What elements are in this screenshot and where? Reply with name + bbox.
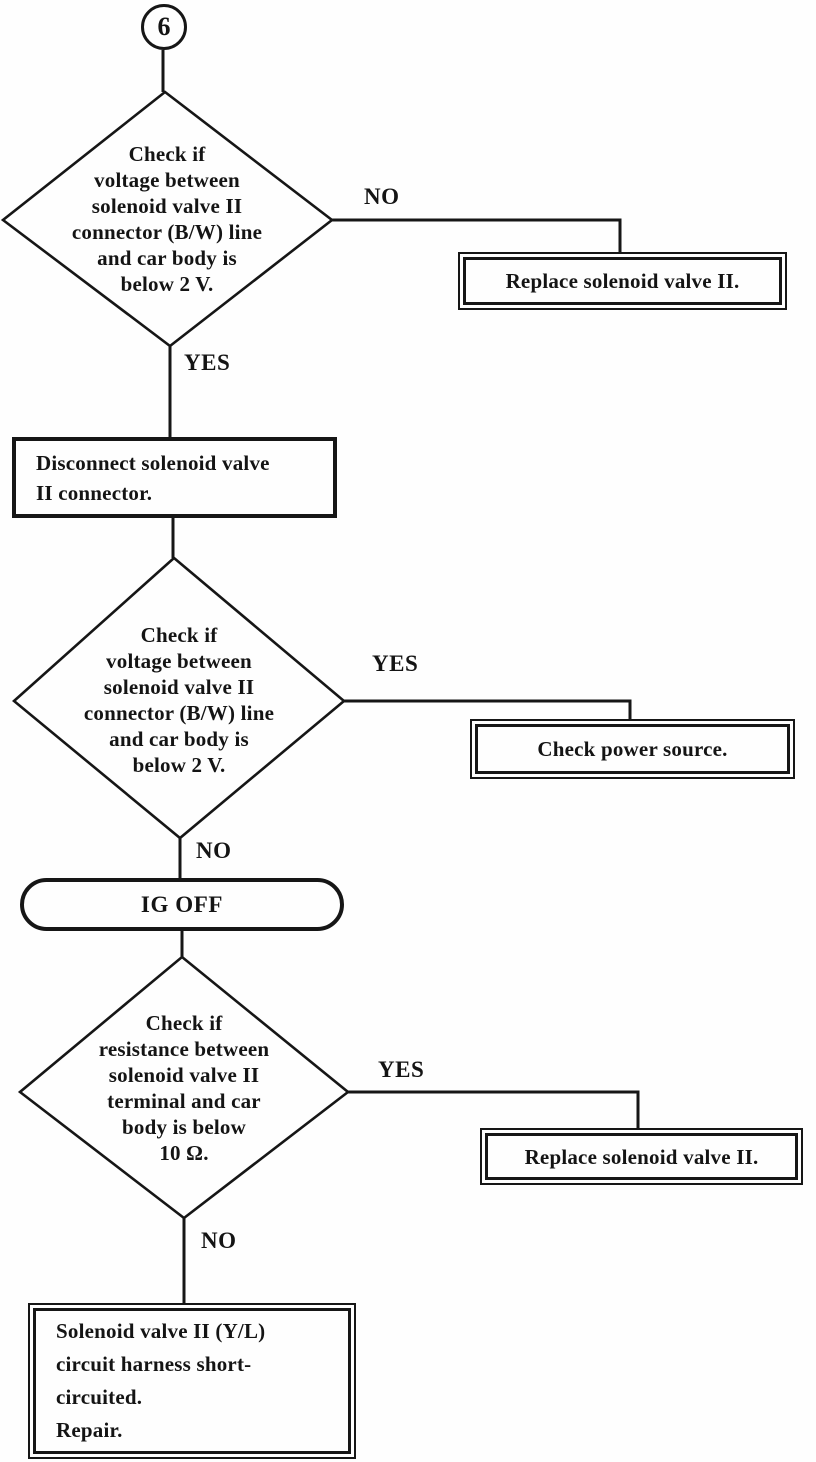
result-check-power-label: Check power source.: [537, 737, 728, 761]
step-disconnect-box: Disconnect solenoid valve II connector.: [12, 437, 337, 518]
state-ig-off-terminator: IG OFF: [20, 878, 344, 931]
connector-line-decision1-no: [332, 218, 622, 252]
decision2-no-label: NO: [196, 838, 232, 863]
connector-line-decision3-yes: [348, 1090, 640, 1128]
decision3-yes-label: YES: [378, 1057, 425, 1082]
step-disconnect-label: Disconnect solenoid valve II connector.: [36, 450, 270, 505]
result-replace-solenoid-box-2: Replace solenoid valve II.: [480, 1128, 803, 1185]
result-replace-solenoid-box-1: Replace solenoid valve II.: [458, 252, 787, 310]
result-replace-solenoid-label-1: Replace solenoid valve II.: [505, 269, 740, 293]
state-ig-off-label: IG OFF: [140, 891, 224, 917]
decision2-yes-label: YES: [372, 651, 419, 676]
decision1-yes-label: YES: [184, 350, 231, 375]
result-check-power-box: Check power source.: [470, 719, 795, 779]
result-repair-label: Solenoid valve II (Y/L) circuit harness …: [56, 1319, 266, 1442]
page-connector-number: 6: [157, 12, 171, 41]
decision3-no-label: NO: [201, 1228, 237, 1253]
decision1-voltage-check-text: Check if voltage between solenoid valve …: [71, 142, 263, 296]
connector-line-decision2-yes: [344, 699, 632, 719]
decision2-voltage-check-text: Check if voltage between solenoid valve …: [83, 623, 275, 777]
result-repair-box: Solenoid valve II (Y/L) circuit harness …: [28, 1303, 356, 1459]
page-connector-circle: 6: [141, 4, 187, 50]
result-replace-solenoid-label-2: Replace solenoid valve II.: [524, 1144, 759, 1169]
decision1-no-label: NO: [364, 184, 400, 209]
decision3-resistance-check-text: Check if resistance between solenoid val…: [98, 1011, 270, 1165]
